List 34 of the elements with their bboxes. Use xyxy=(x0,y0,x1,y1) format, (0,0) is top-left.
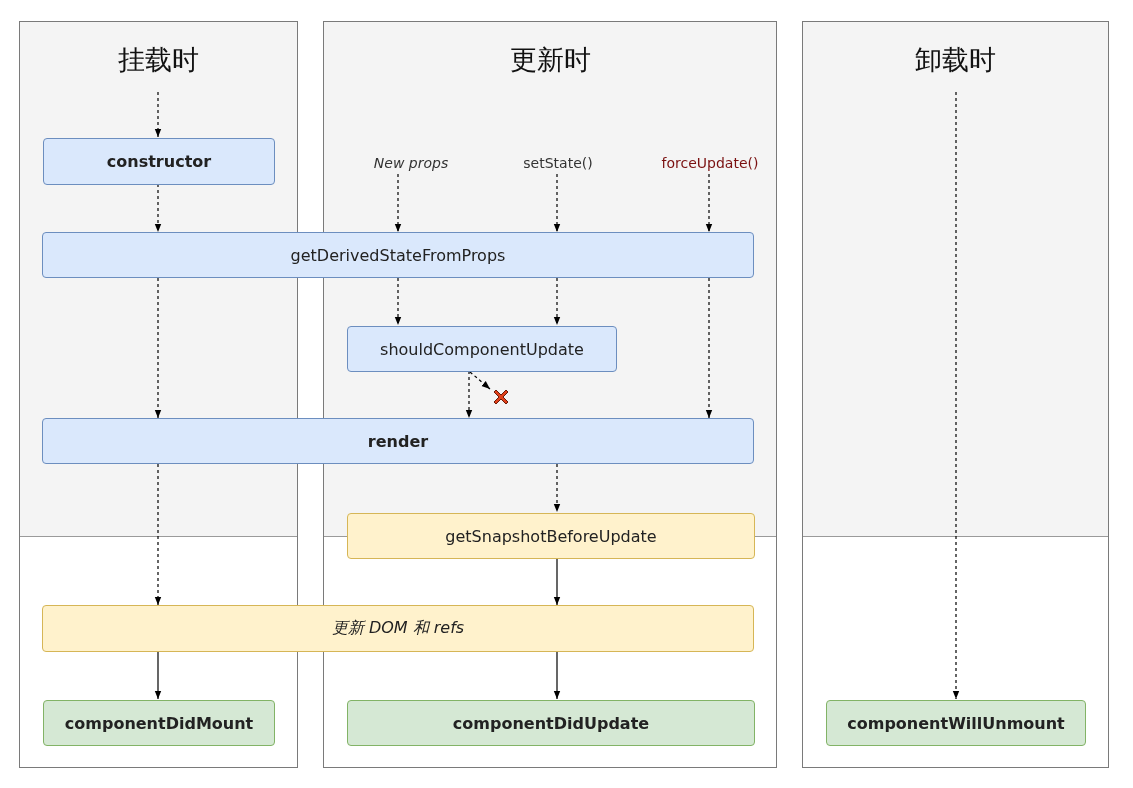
arrow xyxy=(154,91,162,138)
arrow xyxy=(394,277,402,326)
method-box: 更新 DOM 和 refs xyxy=(42,605,754,652)
arrow xyxy=(465,370,473,419)
phase-panel xyxy=(802,21,1109,768)
arrow xyxy=(469,371,491,390)
phase-heading: 卸载时 xyxy=(914,43,997,77)
arrow xyxy=(154,463,162,606)
arrow xyxy=(553,463,561,513)
arrow xyxy=(553,277,561,326)
arrow xyxy=(553,651,561,700)
method-box: render xyxy=(42,418,754,464)
arrow xyxy=(553,557,561,606)
arrow xyxy=(705,173,713,233)
trigger-label: setState() xyxy=(508,151,608,175)
trigger-label: forceUpdate() xyxy=(645,151,775,175)
trigger-label: New props xyxy=(356,151,466,175)
arrow xyxy=(705,277,713,419)
arrow xyxy=(154,651,162,700)
method-box: getDerivedStateFromProps xyxy=(42,232,754,278)
phase-heading: 更新时 xyxy=(508,43,592,77)
method-box: shouldComponentUpdate xyxy=(347,326,617,372)
method-box: componentWillUnmount xyxy=(826,700,1086,746)
cross-icon xyxy=(492,388,510,406)
method-box: componentDidMount xyxy=(43,700,275,746)
arrow xyxy=(394,173,402,233)
arrow xyxy=(952,91,960,700)
method-box: componentDidUpdate xyxy=(347,700,755,746)
method-box: getSnapshotBeforeUpdate xyxy=(347,513,755,559)
phase-heading: 挂载时 xyxy=(117,43,200,77)
arrow xyxy=(154,277,162,419)
arrow xyxy=(553,173,561,233)
method-box: constructor xyxy=(43,138,275,185)
arrow xyxy=(154,183,162,233)
